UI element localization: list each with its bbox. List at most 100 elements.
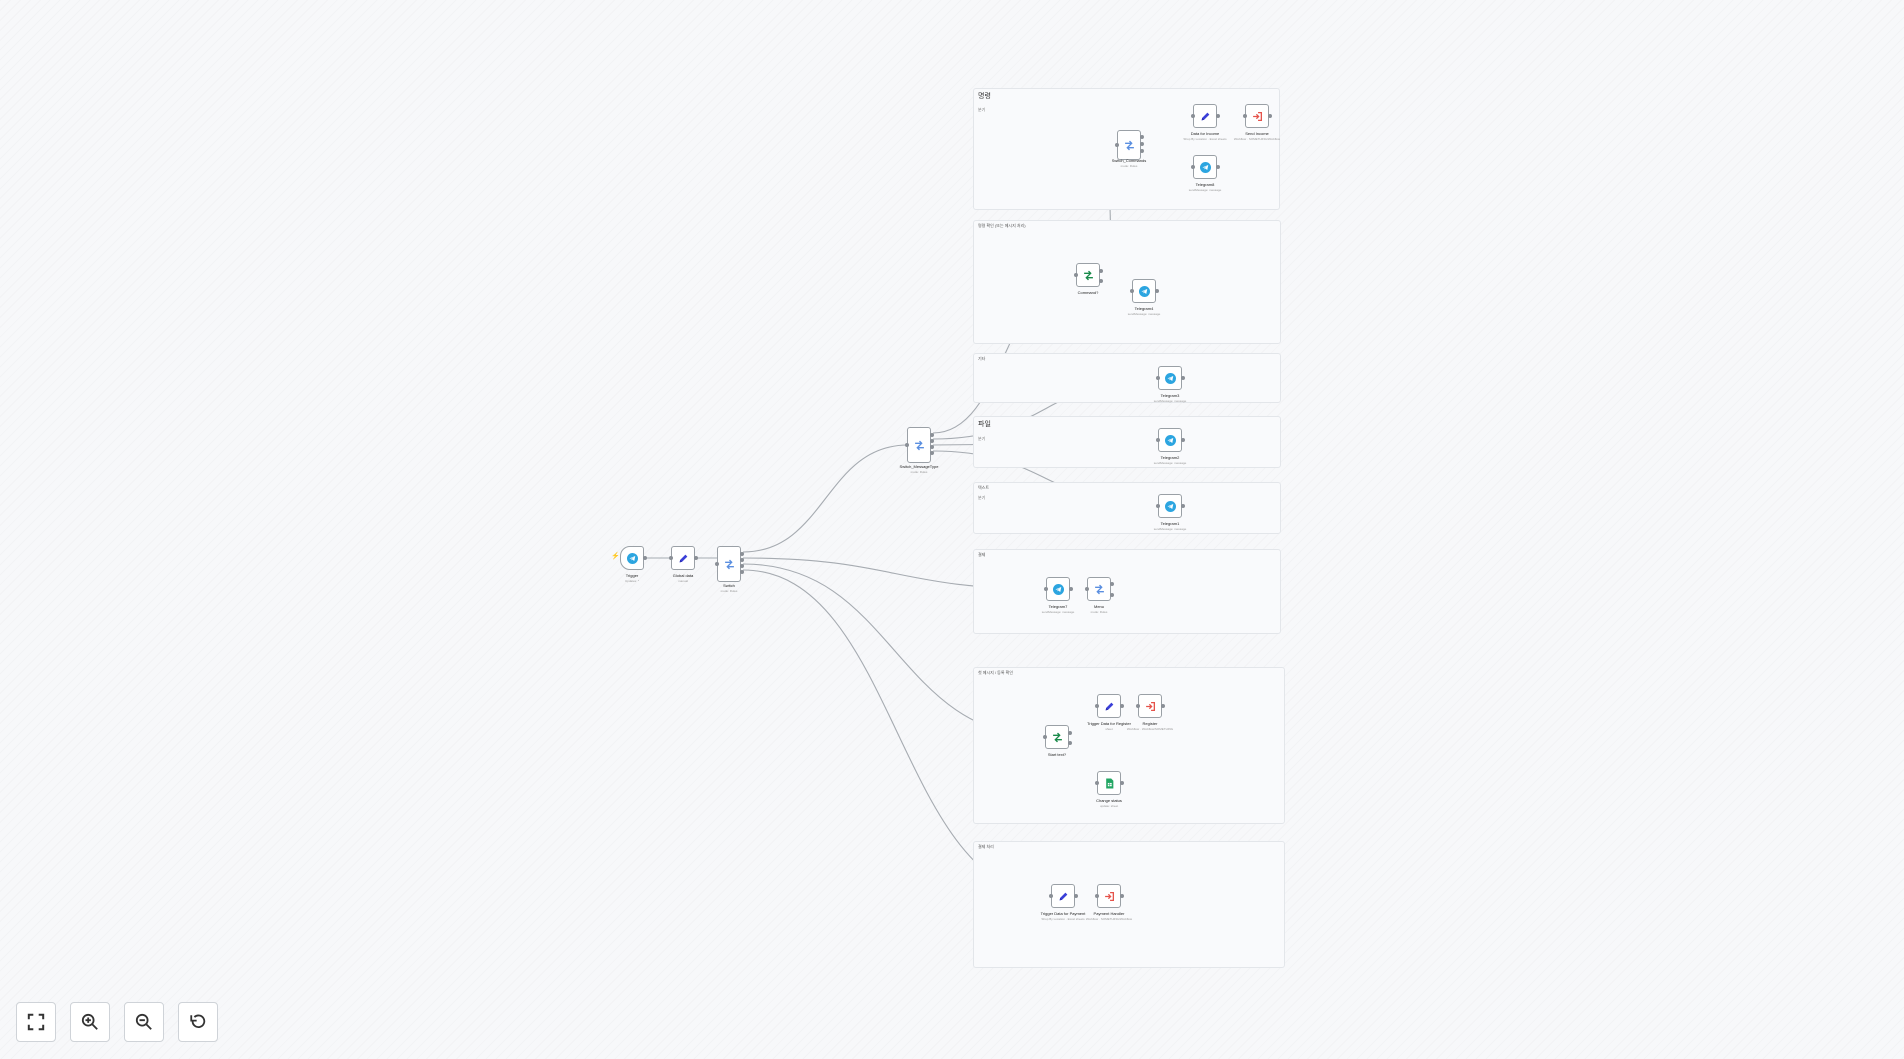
input-port[interactable] (1243, 114, 1247, 118)
node-payment-handler[interactable]: Payment Handler Workflow · SOMETHING/Wor… (1086, 884, 1132, 921)
node-switch-commands[interactable]: Switch_Commands mode: Rules (1112, 130, 1146, 168)
output-port[interactable] (740, 564, 744, 568)
node-send-income[interactable]: Send Income Workflow · SOMETHING/Workflo… (1234, 104, 1280, 141)
input-port[interactable] (1191, 165, 1195, 169)
node-change-status[interactable]: Change status update: sheet (1095, 771, 1124, 808)
node-label: Global data (672, 573, 694, 578)
output-port[interactable] (694, 556, 698, 560)
output-port[interactable] (1120, 781, 1124, 785)
node-subtitle: sendMessage: message (1127, 312, 1161, 316)
input-port[interactable] (1095, 894, 1099, 898)
output-port[interactable] (1181, 376, 1185, 380)
output-port[interactable] (1161, 704, 1165, 708)
output-port[interactable] (1181, 504, 1185, 508)
output-port-false[interactable] (1068, 741, 1072, 745)
node-telegram2[interactable]: Telegram2 sendMessage: message (1154, 428, 1186, 465)
sticky-title: 텍스트 (978, 485, 990, 490)
output-port[interactable] (1074, 894, 1078, 898)
zoom-out-button[interactable] (124, 1002, 164, 1042)
node-register[interactable]: Register Workflow · Workflow/SOMETHING (1127, 694, 1173, 731)
input-port[interactable] (1049, 894, 1053, 898)
sticky-note-register[interactable]: 첫 메시지 / 등록 확인 (973, 667, 1285, 824)
edit-fields-icon (1098, 695, 1120, 717)
output-port[interactable] (643, 556, 647, 560)
output-port[interactable] (930, 451, 934, 455)
node-telegram7[interactable]: Telegram7 sendMessage: message (1042, 577, 1074, 614)
sticky-note-command-check[interactable]: 명령 확인 (또는 메시지 처리) (973, 220, 1281, 344)
output-port[interactable] (740, 552, 744, 556)
input-port[interactable] (1043, 735, 1047, 739)
node-trigger-data-for-payment[interactable]: Trigger Data for Payment Shop By Locatio… (1041, 884, 1085, 921)
node-start-text[interactable]: Start text? (1043, 725, 1072, 757)
output-port-false[interactable] (1099, 279, 1103, 283)
input-port[interactable] (1085, 587, 1089, 591)
input-port[interactable] (715, 562, 719, 566)
node-subtitle: Workflow · Workflow/SOMETHING (1126, 727, 1174, 731)
node-label: Trigger Data for Payment (1040, 911, 1086, 916)
node-trigger-data-for-register[interactable]: Trigger Data for Register sheet (1087, 694, 1131, 731)
node-telegram8[interactable]: Telegram8 sendMessage: message (1189, 155, 1221, 192)
sticky-note-other[interactable]: 기타 (973, 353, 1281, 403)
input-port[interactable] (1115, 143, 1119, 147)
input-port[interactable] (1191, 114, 1195, 118)
output-port[interactable] (930, 433, 934, 437)
output-port[interactable] (740, 558, 744, 562)
output-port-true[interactable] (1068, 731, 1072, 735)
output-port[interactable] (1216, 165, 1220, 169)
input-port[interactable] (1095, 704, 1099, 708)
zoom-in-button[interactable] (70, 1002, 110, 1042)
node-switch[interactable]: Switch mode: Rules (715, 546, 744, 593)
output-port[interactable] (1181, 438, 1185, 442)
output-port[interactable] (1120, 704, 1124, 708)
node-telegram3[interactable]: Telegram3 sendMessage: message (1154, 366, 1186, 403)
input-port[interactable] (905, 443, 909, 447)
node-switch-messagetype[interactable]: Switch_MessageType mode: Rules (900, 427, 938, 474)
node-label: Trigger (625, 573, 639, 578)
node-telegram1[interactable]: Telegram1 sendMessage: message (1154, 494, 1186, 531)
reset-zoom-button[interactable] (178, 1002, 218, 1042)
sticky-note-payment[interactable]: 결제 (973, 549, 1281, 634)
output-port[interactable] (1268, 114, 1272, 118)
output-port[interactable] (1120, 894, 1124, 898)
node-subtitle: mode: Rules (720, 589, 738, 593)
input-port[interactable] (1136, 704, 1140, 708)
node-telegram4[interactable]: Telegram4 sendMessage: message (1128, 279, 1160, 316)
output-port[interactable] (1069, 587, 1073, 591)
input-port[interactable] (1095, 781, 1099, 785)
node-label: Switch (723, 583, 735, 588)
node-subtitle: update: sheet (1099, 804, 1119, 808)
input-port[interactable] (1130, 289, 1134, 293)
node-subtitle: mode: Rules (1120, 164, 1138, 168)
output-port[interactable] (930, 445, 934, 449)
input-port[interactable] (1156, 438, 1160, 442)
connection-line[interactable] (742, 444, 909, 553)
input-port[interactable] (1074, 273, 1078, 277)
output-port[interactable] (1140, 142, 1144, 146)
output-port[interactable] (1216, 114, 1220, 118)
sticky-note-payment-processing[interactable]: 결제 처리 (973, 841, 1285, 968)
node-menu[interactable]: Menu mode: Rules (1085, 577, 1114, 614)
node-command[interactable]: Command? (1074, 263, 1103, 295)
input-port[interactable] (1044, 587, 1048, 591)
node-data-for-income[interactable]: Data for Income Shop By Location · Excel… (1183, 104, 1227, 141)
input-port[interactable] (1156, 504, 1160, 508)
output-port[interactable] (1110, 582, 1114, 586)
fit-view-button[interactable] (16, 1002, 56, 1042)
sticky-note-text[interactable]: 텍스트 분기 (973, 482, 1281, 534)
node-label: Telegram7 (1048, 604, 1068, 609)
input-port[interactable] (1156, 376, 1160, 380)
output-port[interactable] (1140, 149, 1144, 153)
input-port[interactable] (669, 556, 673, 560)
output-port[interactable] (1110, 593, 1114, 597)
output-port-true[interactable] (1099, 269, 1103, 273)
output-port[interactable] (1140, 135, 1144, 139)
node-label: Telegram3 (1160, 393, 1180, 398)
node-global-data[interactable]: Global data manual (669, 546, 698, 583)
output-port[interactable] (1155, 289, 1159, 293)
node-trigger[interactable]: Trigger Updates: * (620, 546, 647, 583)
sticky-title: 기타 (978, 356, 986, 361)
output-port[interactable] (740, 570, 744, 574)
sticky-note-file[interactable]: 파일 분기 (973, 416, 1281, 468)
output-port[interactable] (930, 439, 934, 443)
